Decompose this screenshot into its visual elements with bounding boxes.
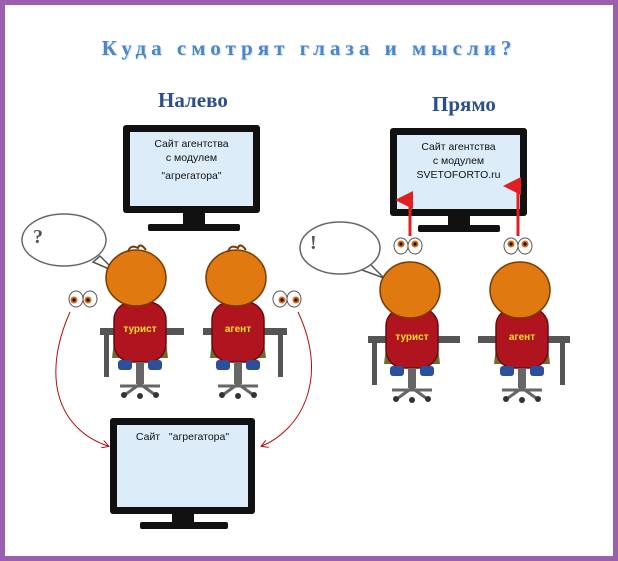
person-agent-left	[205, 244, 267, 399]
eyes-tourist-right	[393, 237, 423, 255]
monitor-left-top-line: "агрегатора"	[161, 170, 222, 182]
monitor-left-top	[123, 125, 260, 231]
label-tourist-right: турист	[395, 332, 429, 343]
page-title: Куда смотрят глаза и мысли?	[101, 36, 517, 60]
label-tourist-left: турист	[123, 324, 157, 335]
monitor-left-top-line: с модулем	[165, 152, 218, 164]
monitor-right	[390, 128, 527, 232]
heading-left: Налево	[158, 88, 228, 112]
exclamation-mark: !	[310, 232, 317, 254]
eyes-tourist-left	[68, 290, 98, 308]
speech-bubble-right	[299, 221, 385, 279]
gaze-arrow-agent	[262, 311, 313, 446]
person-tourist-right	[379, 261, 441, 403]
monitor-left-bottom	[110, 418, 255, 529]
monitor-left-top-line: Сайт агентства	[154, 138, 229, 150]
monitor-right-line: Сайт агентства	[421, 141, 496, 153]
person-tourist-left	[105, 244, 168, 399]
monitor-left-bottom-text: Сайт "агрегатора"	[135, 431, 230, 443]
eyes-agent-right	[503, 237, 533, 255]
label-agent-right: агент	[508, 332, 536, 343]
monitor-right-line: с модулем	[432, 155, 485, 167]
heading-right: Прямо	[432, 92, 496, 116]
gaze-arrow-tourist	[55, 311, 108, 446]
monitor-left-top-text: Сайт агентства с модулем "агрегатора"	[130, 137, 253, 183]
eyes-agent-left	[272, 290, 302, 308]
label-agent-left: агент	[224, 324, 252, 335]
person-agent-right	[489, 261, 551, 403]
monitor-right-text: Сайт агентства с модулем SVETOFORTO.ru	[397, 140, 520, 182]
question-mark: ?	[33, 226, 43, 248]
monitor-right-line: SVETOFORTO.ru	[416, 169, 501, 181]
